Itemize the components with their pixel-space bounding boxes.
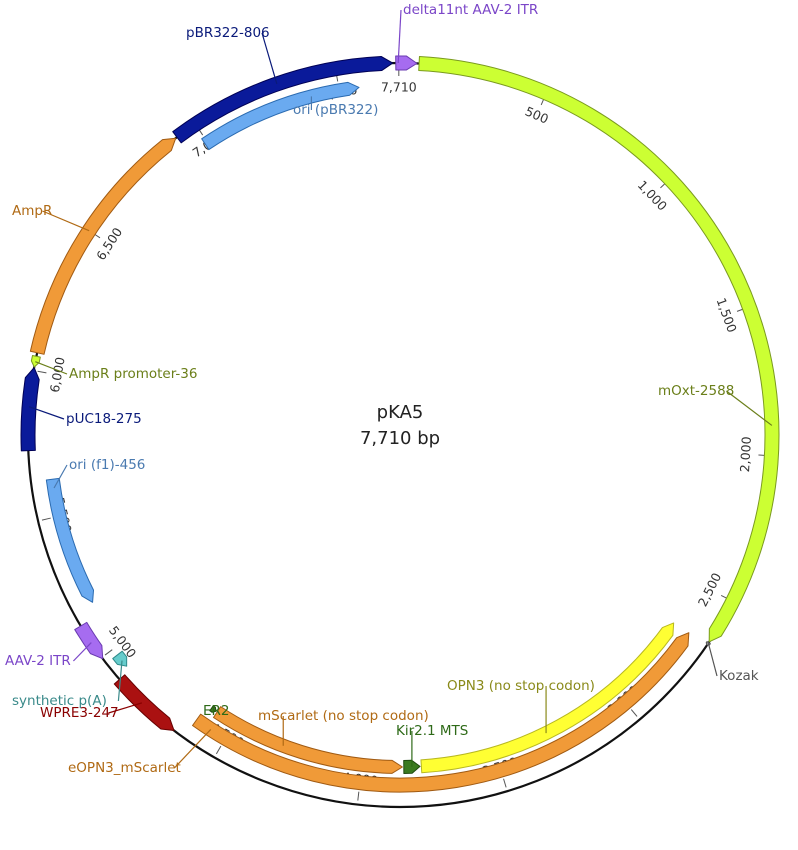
leader-ori-f1 [53,464,68,489]
feature-mOxt-2588[interactable] [418,55,780,643]
feature-mscarlet[interactable] [213,706,403,774]
feature-kir21-mts[interactable] [403,759,421,774]
label-mscarlet[interactable]: mScarlet (no stop codon) [258,708,429,724]
label-eopn3-mscarlet[interactable]: eOPN3_mScarlet [68,760,181,776]
label-layer: mOxt-2588 delta11nt AAV-2 ITR Kozak eOPN3_m… [5,2,773,776]
tick-mark [37,370,47,374]
tick-label: 1,500 [714,296,740,335]
label-ori-f1[interactable]: ori (f1)-456 [69,457,145,473]
feature-pbr322-806[interactable] [172,55,394,144]
tick-label: 6,000 [47,356,68,394]
tick-mark [630,709,638,717]
label-ampr-promoter[interactable]: AmpR promoter-36 [69,366,197,382]
label-aav2-itr[interactable]: AAV-2 ITR [5,653,71,669]
feature-er2[interactable] [209,705,217,713]
leader-synthetic-pa [117,660,123,702]
tick-label: 2,000 [737,436,754,473]
feature-opn3[interactable] [420,622,675,774]
feature-ori-pbr322[interactable] [201,81,360,151]
tick-mark [357,791,360,801]
label-opn3[interactable]: OPN3 (no stop codon) [447,678,595,694]
plasmid-length: 7,710 bp [360,428,440,449]
leader-kozak [707,642,718,677]
label-synthetic-pa[interactable]: synthetic p(A) [12,693,107,709]
feature-ori-f1[interactable] [45,477,95,603]
leader-puc18-275 [28,406,65,420]
label-er2[interactable]: ER2 [203,703,230,719]
tick-mark [503,778,507,788]
feature-puc18-275[interactable] [20,367,40,452]
tick-label: 2,500 [695,570,724,609]
plasmid-name: pKA5 [377,402,424,423]
label-ori-pbr322[interactable]: ori (pBR322) [293,102,378,118]
leader-ampr-promoter [35,361,68,375]
feature-ampr[interactable] [29,137,177,355]
tick-mark [41,517,51,521]
label-kir21-mts[interactable]: Kir2.1 MTS [396,723,468,739]
label-wpre3-247[interactable]: WPRE3-247 [40,705,119,721]
feature-wpre3-247[interactable] [113,674,175,732]
label-mOxt-2588[interactable]: mOxt-2588 [658,383,734,399]
leader-pbr322-806 [261,32,278,85]
leader-mOxt-2588 [726,390,773,426]
feature-eopn3-mscarlet[interactable] [192,632,690,793]
feature-layer [20,55,780,793]
feature-delta11nt-aav2-itr[interactable] [395,55,418,71]
label-puc18-275[interactable]: pUC18-275 [66,411,142,427]
label-kozak[interactable]: Kozak [719,668,759,684]
label-ampr[interactable]: AmpR [12,203,52,219]
feature-synthetic-pa[interactable] [112,650,128,667]
tick-label: 500 [523,103,551,126]
leader-aav2-itr [72,642,92,662]
tick-mark [215,745,222,755]
leader-ampr [42,210,90,232]
tick-mark [104,649,113,656]
label-delta11nt-aav2-itr[interactable]: delta11nt AAV-2 ITR [403,2,538,18]
feature-aav2-itr[interactable] [74,621,104,660]
label-pbr322-806[interactable]: pBR322-806 [186,25,270,41]
leader-wpre3-247 [108,702,143,714]
tick-label: 7,710 [381,79,417,94]
leader-eopn3-mscarlet [173,729,212,769]
leader-delta11nt-aav2-itr [397,9,402,64]
